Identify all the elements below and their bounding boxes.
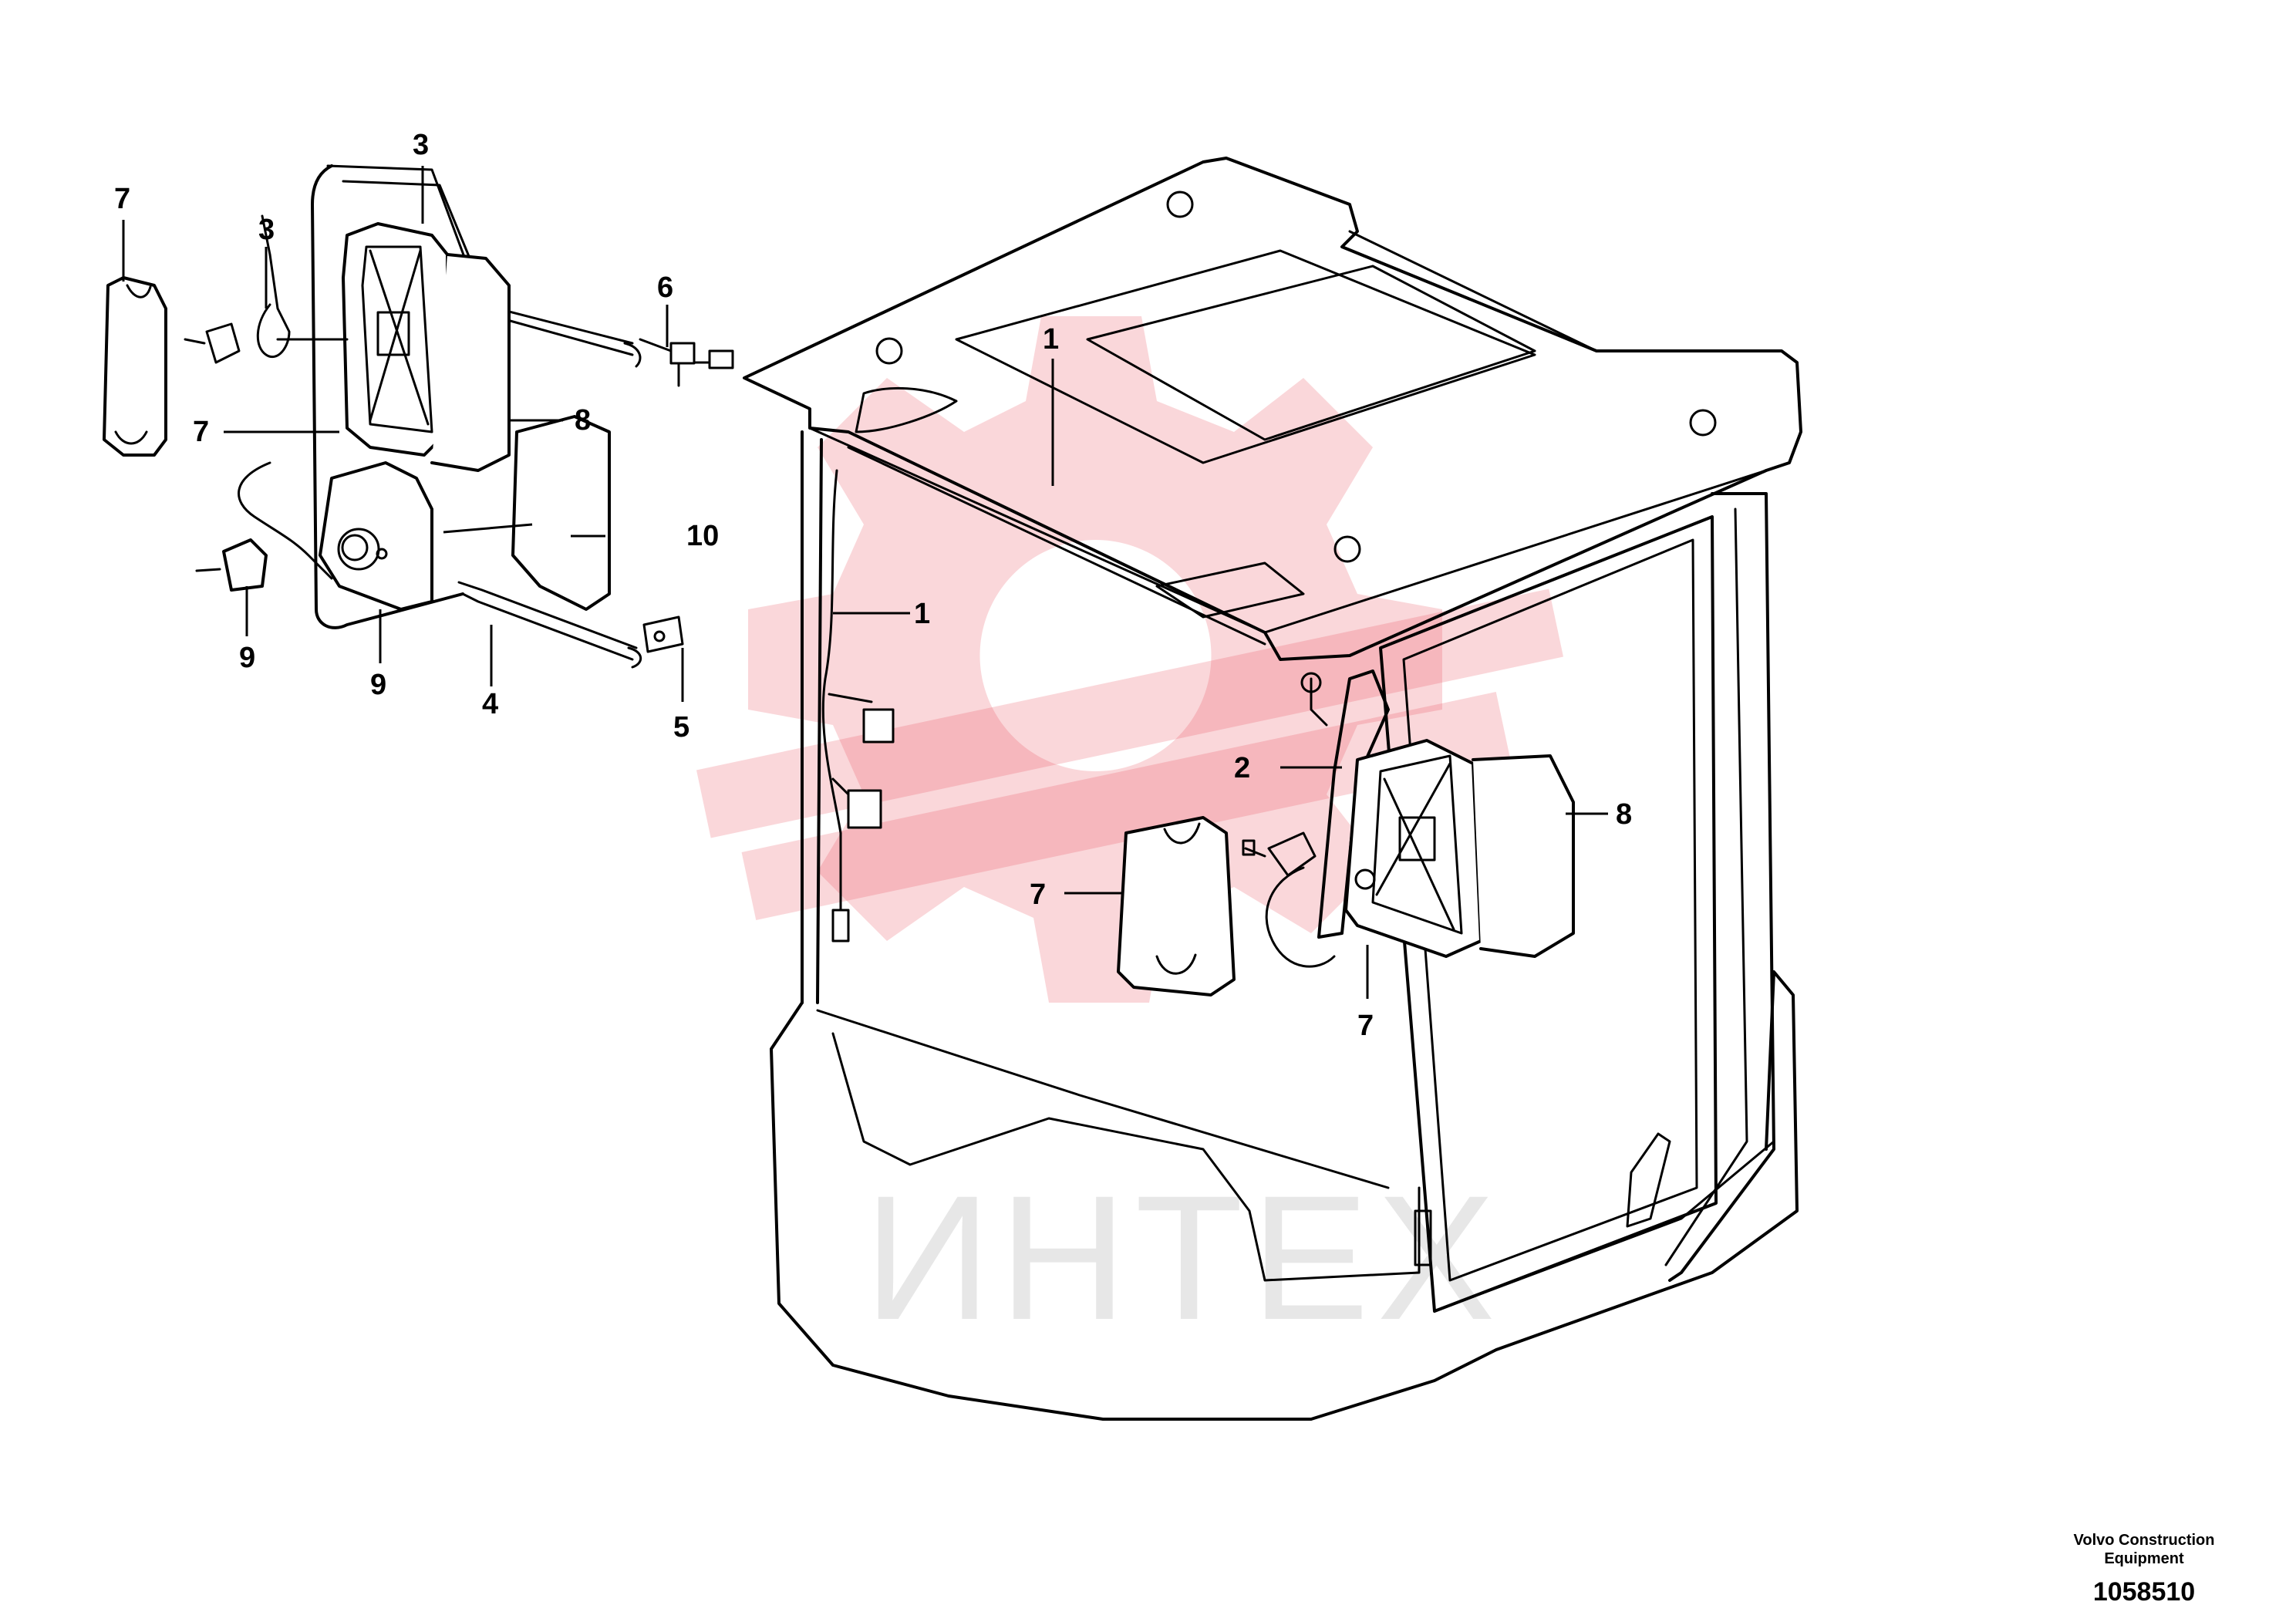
caption-manufacturer-line2: Equipment	[2104, 1550, 2184, 1567]
callout-7-cover-right: 7	[1030, 878, 1046, 911]
callout-7-mirror-left: 7	[193, 416, 209, 448]
callout-9-housing: 9	[370, 669, 386, 701]
callout-6-connector: 6	[657, 271, 673, 304]
callout-4-rod-lower: 4	[482, 688, 498, 720]
drawing-caption: Volvo Construction Equipment 1058510	[2074, 1532, 2215, 1607]
callout-5-clamp: 5	[673, 711, 689, 744]
callout-8-backing-left: 8	[575, 404, 591, 437]
caption-manufacturer: Volvo Construction	[2074, 1532, 2215, 1549]
watermark-gear-icon	[696, 316, 1564, 1003]
drawing-number: 1058510	[2093, 1577, 2195, 1607]
callout-1-harness-roof: 1	[1043, 323, 1059, 356]
callout-10-glass: 10	[686, 520, 719, 552]
callout-3-rod-top: 3	[413, 129, 429, 161]
callout-labels: 7 3 3 6 7 8 10 9 9 4 5 1 1 2 8 7 7	[114, 129, 1632, 1042]
callout-9-knob: 9	[239, 642, 255, 674]
callout-2-bracket: 2	[1234, 752, 1250, 784]
callout-7-mirror-right: 7	[1357, 1010, 1374, 1042]
right-mirror-assembly	[1117, 669, 1575, 996]
callout-7-cover-left: 7	[114, 183, 130, 215]
left-mirror-assembly	[103, 164, 734, 669]
cab-body	[743, 157, 1802, 1421]
leader-lines	[122, 166, 1608, 999]
wiring-harness-cab	[821, 386, 958, 943]
callout-8-backing-right: 8	[1616, 798, 1632, 831]
callout-3-rod-left: 3	[258, 214, 275, 246]
callout-1-harness-pillar: 1	[914, 598, 930, 630]
watermark-text: ИНТЕХ	[864, 1158, 1503, 1357]
